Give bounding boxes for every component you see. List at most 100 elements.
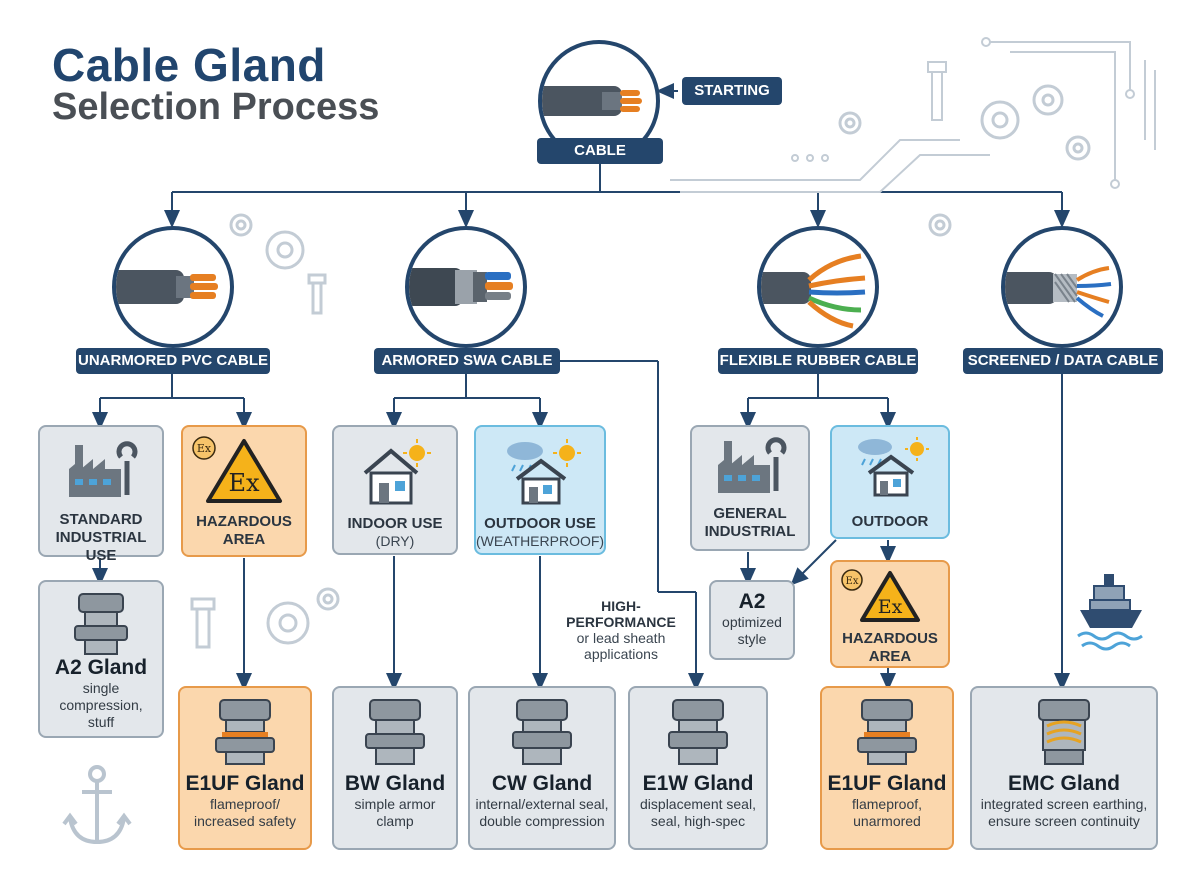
condition-sublabel: (WEATHERPROOF) xyxy=(476,533,605,549)
gland-a2: A2 Gland single compression, stuff xyxy=(38,580,164,738)
condition-general-industrial: GENERAL INDUSTRIAL xyxy=(690,425,810,551)
gland-icon xyxy=(668,699,728,765)
svg-text:Ex: Ex xyxy=(228,469,260,497)
circuit-decoration-icon xyxy=(670,37,1156,193)
cable-icon xyxy=(116,270,218,304)
gland-name: EMC Gland xyxy=(1007,772,1120,795)
gland-description: stuff xyxy=(87,714,115,730)
gland-description: optimized xyxy=(722,614,782,630)
gland-description: internal/external seal, xyxy=(475,796,609,812)
cable-type-unarmored-pvc: UNARMORED PVC CABLE xyxy=(76,348,270,374)
svg-text:Ex: Ex xyxy=(878,596,903,618)
gland-emc: EMC Gland integrated screen earthing, en… xyxy=(970,686,1158,850)
cable-type-armored-swa: ARMORED SWA CABLE xyxy=(374,348,560,374)
gland-description: double compression xyxy=(479,813,605,829)
screened-cable-icon xyxy=(1005,266,1112,318)
condition-sublabel: (DRY) xyxy=(375,533,415,549)
house-rain-sun-icon xyxy=(507,439,581,505)
pvc-cable-illustration xyxy=(112,226,234,348)
condition-label: INDUSTRIAL USE xyxy=(55,529,147,564)
gland-cw: CW Gland internal/external seal, double … xyxy=(468,686,616,850)
gland-a2-optimized: A2 optimized style xyxy=(709,580,795,660)
ex-badge-icon: Ex xyxy=(840,568,864,597)
gear-bolt-decoration-icon xyxy=(190,587,340,649)
gland-e1uf-2: E1UF Gland flameproof, unarmored xyxy=(820,686,954,850)
gland-description: seal, high-spec xyxy=(650,813,746,829)
gland-name: A2 Gland xyxy=(54,656,148,679)
gland-bw: BW Gland simple armor clamp xyxy=(332,686,458,850)
condition-indoor-use: INDOOR USE (DRY) xyxy=(332,425,458,555)
hazard-warning-icon: Ex xyxy=(860,571,920,622)
ex-badge-icon: Ex xyxy=(191,435,217,466)
note-line: HIGH- xyxy=(601,598,641,614)
gear-decoration-icon xyxy=(928,213,952,237)
gland-description: increased safety xyxy=(194,813,296,829)
gland-description: simple armor xyxy=(354,796,436,812)
gear-bolt-decoration-icon xyxy=(229,213,327,315)
svg-text:Ex: Ex xyxy=(846,576,859,587)
gland-icon xyxy=(365,699,425,765)
condition-label: HAZARDOUS xyxy=(196,513,292,530)
gland-icon xyxy=(512,699,572,765)
gland-e1w: E1W Gland displacement seal, seal, high-… xyxy=(628,686,768,850)
gland-description: displacement seal, xyxy=(640,796,756,812)
house-rain-sun-icon xyxy=(858,437,929,497)
gland-description: single compression, xyxy=(59,680,143,713)
page-subtitle: Selection Process xyxy=(52,86,380,128)
gland-name: BW Gland xyxy=(344,772,446,795)
gland-description: clamp xyxy=(376,813,414,829)
swa-cable-illustration xyxy=(405,226,527,348)
condition-label: STANDARD xyxy=(59,511,143,528)
rubber-cable-illustration xyxy=(757,226,879,348)
starting-callout: STARTING xyxy=(682,77,782,105)
flexible-cable-icon xyxy=(761,253,866,329)
note-line: or lead sheath xyxy=(576,630,666,646)
gland-description: flameproof/ xyxy=(209,796,281,812)
gland-description: style xyxy=(737,631,767,647)
factory-wrench-icon xyxy=(69,441,138,497)
gland-name: E1W Gland xyxy=(642,772,754,795)
svg-text:Ex: Ex xyxy=(197,442,212,455)
condition-label: AREA xyxy=(222,531,266,548)
condition-label: AREA xyxy=(868,648,912,665)
gland-icon xyxy=(74,593,128,655)
gland-description: flameproof, xyxy=(851,796,923,812)
condition-hazardous-area-2: Ex Ex HAZARDOUS AREA xyxy=(830,560,950,668)
gland-icon xyxy=(1038,699,1090,765)
gland-icon xyxy=(215,699,275,765)
condition-outdoor-weatherproof: OUTDOOR USE (WEATHERPROOF) xyxy=(474,425,606,555)
gland-name: CW Gland xyxy=(491,772,593,795)
ship-icon xyxy=(1077,574,1143,651)
gland-name: E1UF Gland xyxy=(827,772,947,795)
factory-wrench-icon xyxy=(718,437,787,493)
note-line: applications xyxy=(584,646,658,662)
note-line: PERFORMANCE xyxy=(566,614,676,630)
gland-e1uf-1: E1UF Gland flameproof/ increased safety xyxy=(178,686,312,850)
page-title: Cable Gland xyxy=(52,39,326,91)
condition-label: INDUSTRIAL xyxy=(704,523,796,540)
gland-icon xyxy=(857,699,917,765)
condition-standard-industrial: STANDARD INDUSTRIAL USE xyxy=(38,425,164,564)
gland-name: A2 xyxy=(738,590,766,613)
cable-type-screened-data: SCREENED / DATA CABLE xyxy=(963,348,1163,374)
condition-outdoor: OUTDOOR xyxy=(830,425,950,539)
high-performance-note: HIGH- PERFORMANCE or lead sheath applica… xyxy=(546,598,696,662)
gland-description: ensure screen continuity xyxy=(988,813,1140,829)
house-sun-icon xyxy=(363,439,431,505)
cable-type-flexible-rubber: FLEXIBLE RUBBER CABLE xyxy=(718,348,918,374)
cable-icon xyxy=(542,86,642,116)
condition-label: OUTDOOR USE xyxy=(484,515,596,532)
screened-cable-illustration xyxy=(1001,226,1123,348)
condition-label: INDOOR USE xyxy=(347,515,443,532)
gland-description: unarmored xyxy=(853,813,921,829)
armored-cable-icon xyxy=(409,268,513,306)
hazard-warning-icon: Ex xyxy=(206,439,282,503)
gland-name: E1UF Gland xyxy=(185,772,305,795)
condition-hazardous-area-1: Ex Ex HAZARDOUS AREA xyxy=(181,425,307,557)
condition-label: GENERAL xyxy=(713,505,787,522)
gland-description: integrated screen earthing, xyxy=(980,796,1148,812)
start-cable-label: CABLE xyxy=(537,138,663,164)
anchor-icon xyxy=(62,765,132,845)
condition-label: OUTDOOR xyxy=(851,513,929,530)
